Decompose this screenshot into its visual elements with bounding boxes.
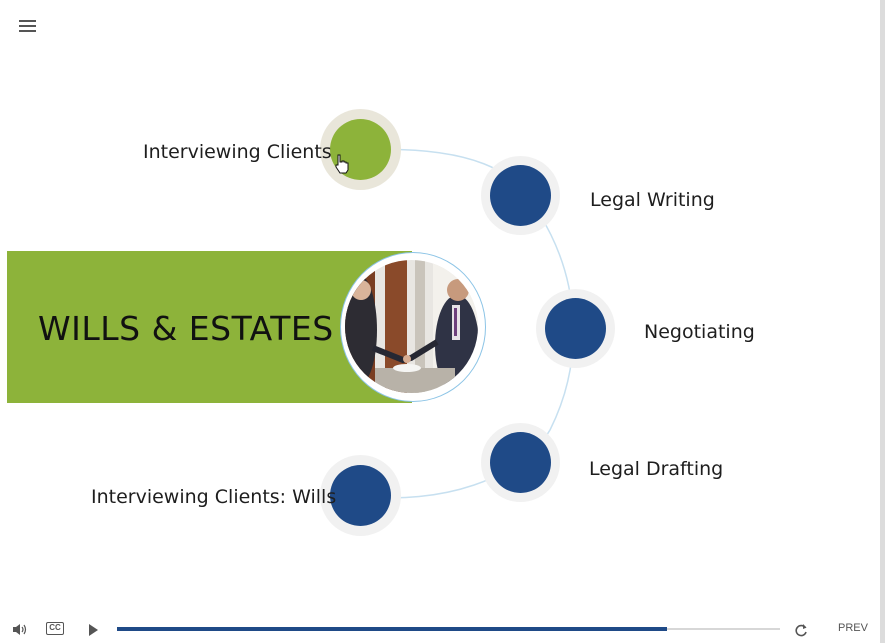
progress-bar[interactable]	[117, 627, 780, 631]
replay-icon[interactable]	[794, 623, 808, 637]
topic-label-interviewing-clients-wills[interactable]: Interviewing Clients: Wills	[91, 486, 337, 508]
play-icon[interactable]	[88, 624, 99, 636]
topic-node-legal-writing[interactable]	[490, 165, 551, 226]
topic-label-negotiating[interactable]: Negotiating	[644, 321, 755, 343]
topic-label-interviewing-clients[interactable]: Interviewing Clients	[143, 141, 332, 163]
frame-edge	[880, 0, 885, 643]
hamburger-menu-icon[interactable]	[19, 20, 36, 34]
topic-label-legal-drafting[interactable]: Legal Drafting	[589, 458, 724, 480]
volume-icon[interactable]	[12, 623, 27, 636]
progress-fill	[117, 627, 668, 631]
topic-node-legal-drafting[interactable]	[490, 432, 551, 493]
prev-button[interactable]: PREV	[838, 622, 868, 634]
page-title: WILLS & ESTATES	[38, 309, 334, 348]
hand-cursor-icon	[335, 154, 349, 174]
closed-captions-button[interactable]: CC	[46, 622, 64, 635]
topic-label-legal-writing[interactable]: Legal Writing	[590, 189, 715, 211]
topic-node-negotiating[interactable]	[545, 298, 606, 359]
topic-node-interviewing-clients-wills[interactable]	[330, 465, 391, 526]
handshake-photo	[345, 260, 478, 393]
